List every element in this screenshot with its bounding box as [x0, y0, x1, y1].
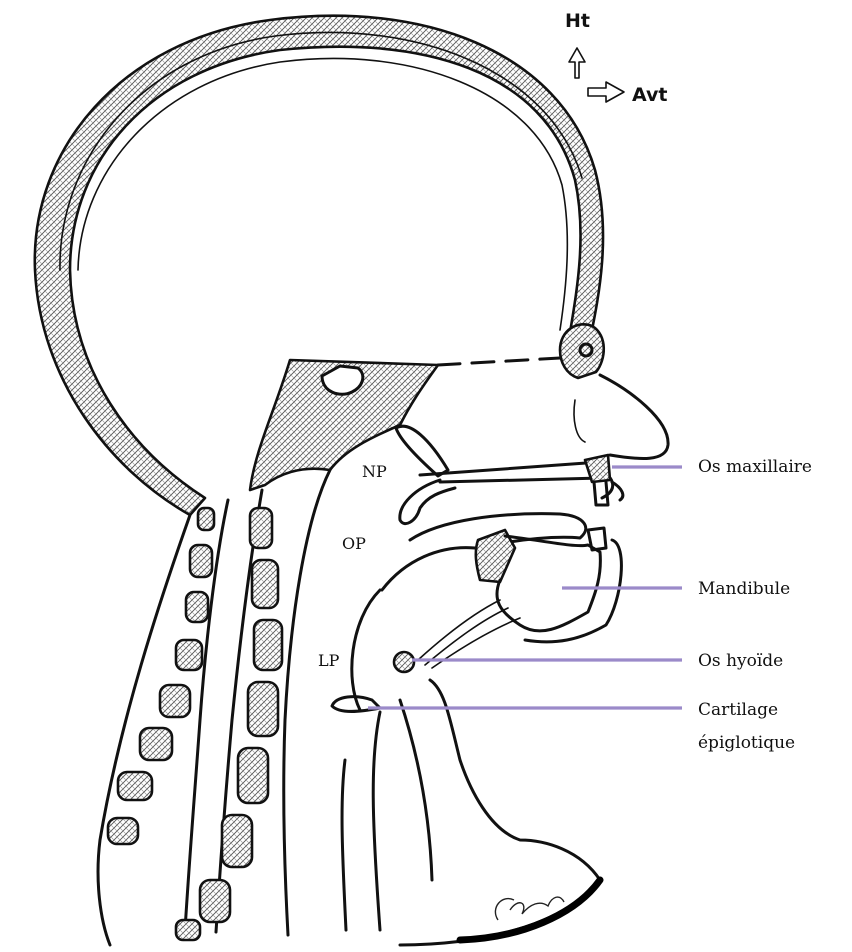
- label-maxillary: Os maxillaire: [698, 454, 812, 480]
- up-arrow-icon: [569, 48, 585, 78]
- frontal-nasal-bone: [560, 324, 668, 500]
- neck-outline: [98, 515, 600, 945]
- label-epiglottis-line2: épiglotique: [698, 730, 795, 756]
- hyoid-bone: [394, 652, 414, 672]
- label-epiglottis-line1: Cartilage: [698, 697, 778, 723]
- zone-label-lp: LP: [318, 651, 339, 670]
- sphenoid-bone: [250, 360, 438, 490]
- leader-lines: [368, 467, 682, 708]
- zone-label-np: NP: [362, 462, 387, 481]
- hard-palate: [396, 426, 610, 523]
- zone-label-op: OP: [342, 534, 366, 553]
- forward-arrow-icon: [588, 82, 624, 102]
- label-hyoid: Os hyoïde: [698, 648, 783, 674]
- mandible-tongue: [352, 514, 622, 710]
- cervical-spine: [108, 490, 282, 940]
- up-label: Ht: [565, 10, 590, 32]
- forward-label: Avt: [632, 84, 668, 106]
- label-mandible: Mandibule: [698, 576, 790, 602]
- skull-base-dashed-line: [438, 358, 560, 365]
